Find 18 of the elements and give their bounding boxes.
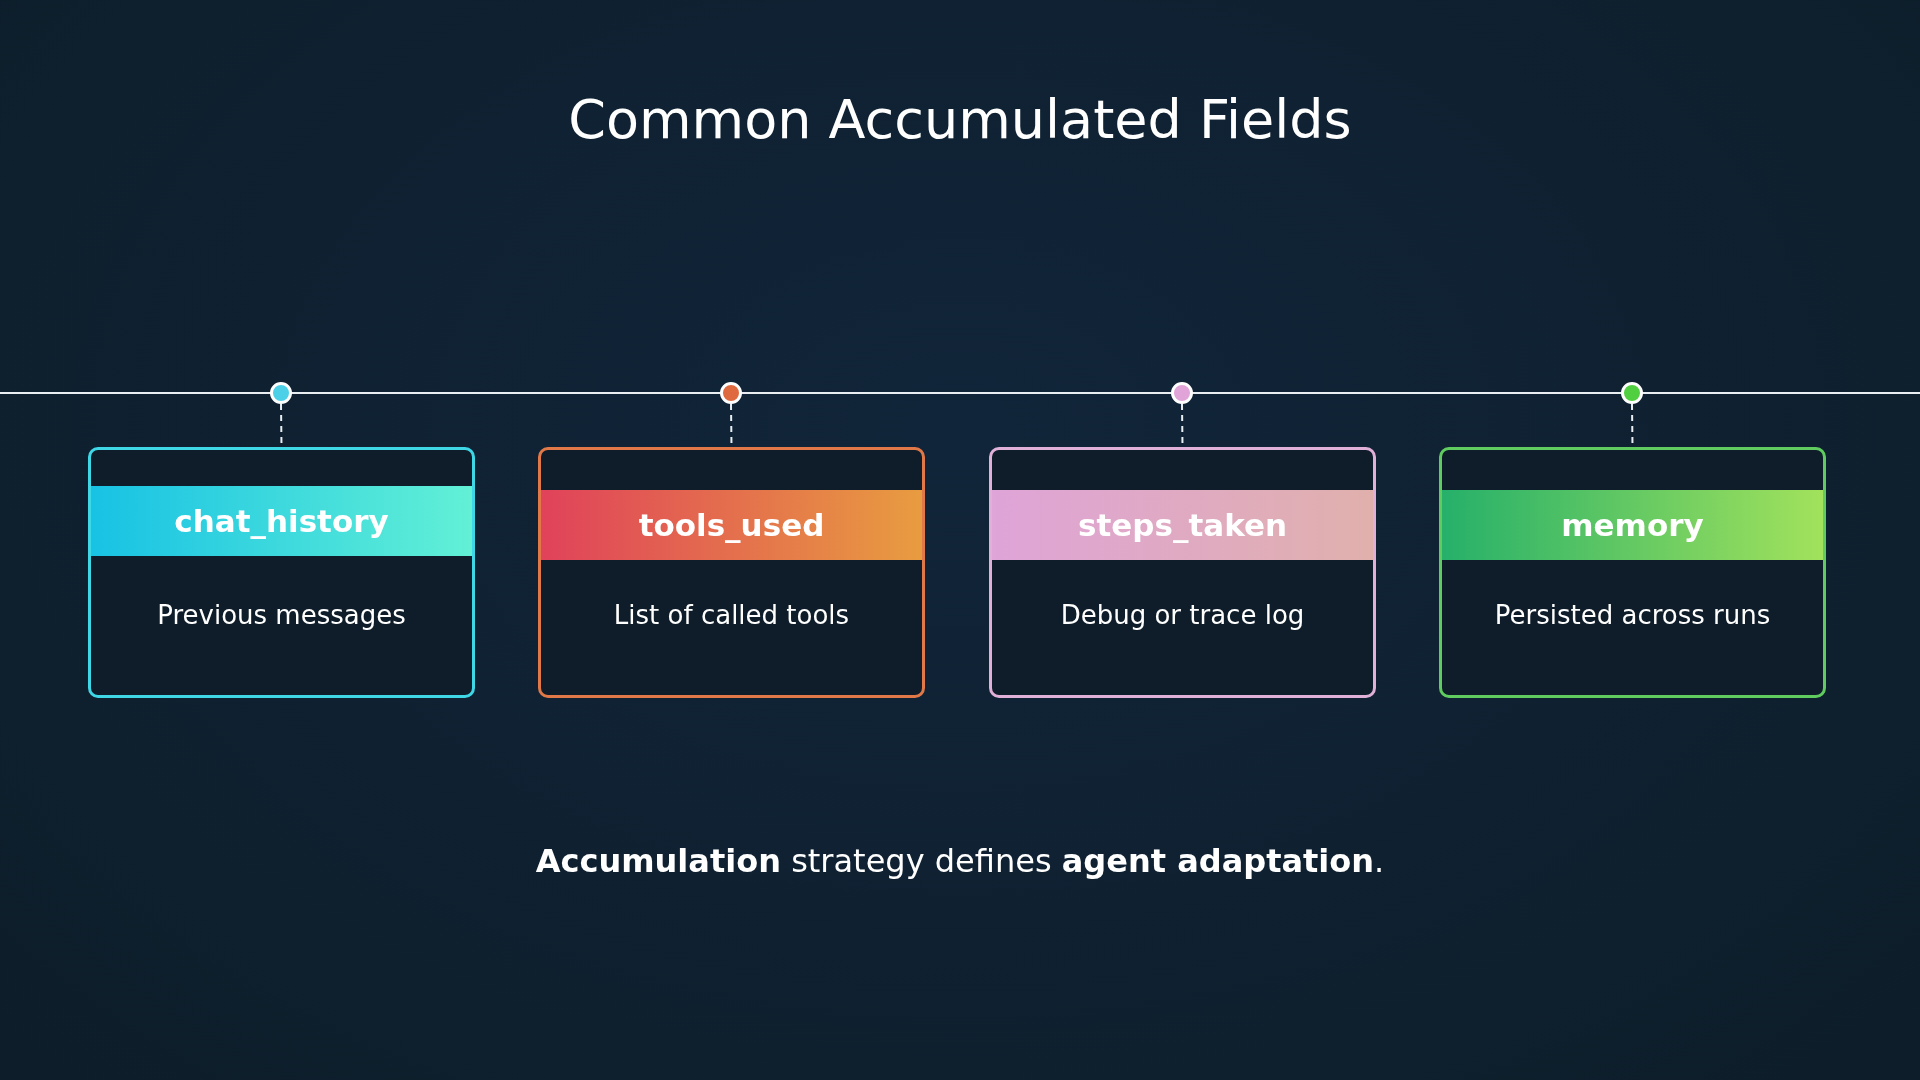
field-card [1439, 447, 1826, 698]
card-header: memory [1442, 490, 1823, 560]
card-description: Persisted across runs [1494, 600, 1771, 630]
card-description: Previous messages [157, 600, 406, 630]
field-card [989, 447, 1376, 698]
timeline-dot [1621, 382, 1643, 404]
caption: Accumulation strategy defines agent adaptation. [535, 842, 1385, 880]
card-header: steps_taken [992, 490, 1373, 560]
timeline-dot [720, 382, 742, 404]
card-header: chat_history [91, 486, 472, 556]
field-card [538, 447, 925, 698]
field-card [88, 447, 475, 698]
card-description: List of called tools [613, 600, 850, 630]
timeline-dot [1171, 382, 1193, 404]
title: Common Accumulated Fields [568, 88, 1352, 151]
card-description: Debug or trace log [1060, 600, 1305, 630]
card-header: tools_used [541, 490, 922, 560]
timeline-dot [270, 382, 292, 404]
